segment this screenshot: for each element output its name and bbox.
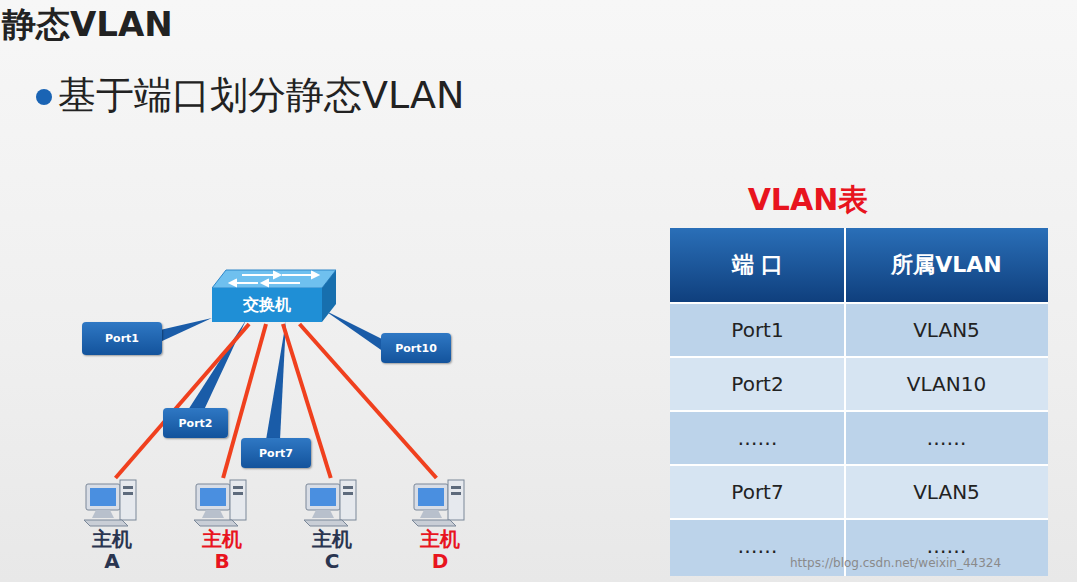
table-cell: VLAN10 (845, 358, 1048, 410)
table-header (670, 228, 1048, 302)
table-header-cell: 所属VLAN (845, 228, 1048, 302)
table-divider (844, 228, 846, 576)
table-cell: Port1 (670, 304, 845, 356)
table-cell: …… (670, 412, 845, 464)
host-label: 主机 A (88, 528, 136, 572)
host-node: 主机 B (192, 478, 252, 572)
host-label: 主机 C (308, 528, 356, 572)
host-node: 主机 C (302, 478, 362, 572)
port-leader (160, 310, 384, 440)
host-node: 主机 D (410, 478, 470, 572)
computer-icon (410, 478, 470, 528)
table-grid (670, 303, 1048, 519)
slide-title: 静态VLAN (2, 2, 173, 48)
bullet-dot (36, 89, 52, 105)
table-cell: Port2 (670, 358, 845, 410)
port-callout: Port2 (163, 408, 228, 438)
table-row (670, 520, 1048, 576)
switch-box: 交换机 (212, 268, 336, 324)
table-cell: VLAN5 (845, 466, 1048, 518)
table-title: VLAN表 (748, 180, 869, 221)
switch-label: 交换机 (212, 288, 322, 322)
computer-icon (302, 478, 362, 528)
table-cell: Port7 (670, 466, 845, 518)
table-row (670, 412, 1048, 464)
bullet-text: 基于端口划分静态VLAN (58, 70, 464, 121)
port-callout: Port10 (381, 333, 451, 363)
host-node: 主机 A (82, 478, 142, 572)
computer-icon (192, 478, 252, 528)
table-row (670, 304, 1048, 356)
computer-icon (82, 478, 142, 528)
table-header-cell: 端 口 (670, 228, 845, 302)
table-cell: VLAN5 (845, 304, 1048, 356)
port-callout: Port7 (241, 438, 311, 468)
port-callout: Port1 (82, 322, 162, 355)
table-row (670, 466, 1048, 518)
watermark: https://blog.csdn.net/weixin_44324 (790, 556, 1001, 570)
table-cell: …… (845, 412, 1048, 464)
host-label: 主机 D (416, 528, 464, 572)
table-row (670, 358, 1048, 410)
host-label: 主机 B (198, 528, 246, 572)
